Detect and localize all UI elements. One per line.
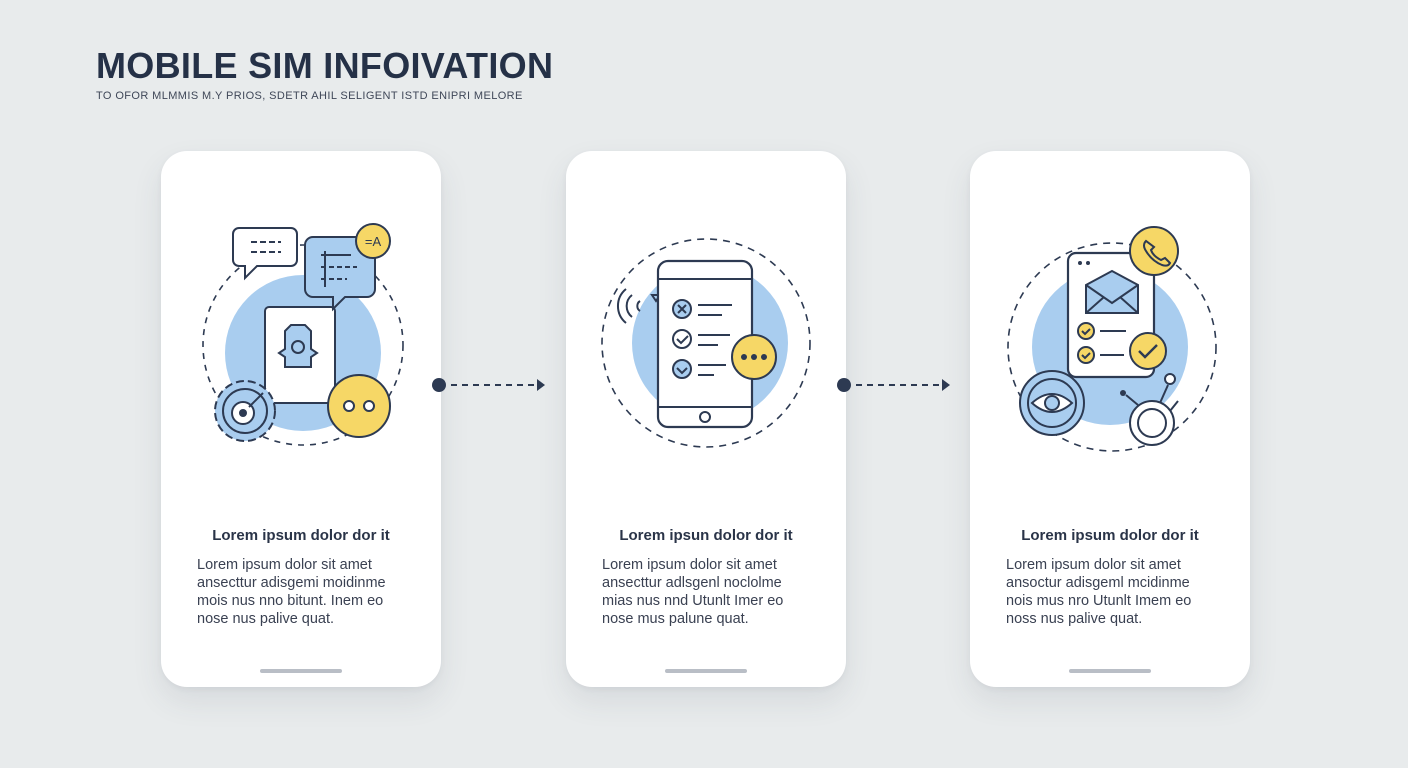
dashed-ring [601, 238, 811, 448]
checklist-icon [1077, 322, 1126, 364]
card-3-illustration [1007, 226, 1217, 452]
arrow-right-icon [942, 379, 950, 391]
chat-bubble-icon [232, 227, 298, 281]
card-2-heading: Lorem ipsun dolor dor it [619, 527, 793, 544]
home-indicator [1069, 669, 1151, 673]
phone-call-icon [1129, 226, 1179, 276]
card-1-body-line: Lorem ipsum dolor sit amet [197, 557, 372, 573]
eye-icon [1019, 370, 1085, 436]
document-gear-icon [264, 306, 336, 404]
step-card-2: Lorem ipsun dolor dor it Lorem ipsum dol… [566, 151, 846, 687]
card-3-body: Lorem ipsum dolor sit amet ansoctur adis… [1006, 556, 1222, 628]
gear-icon [214, 380, 276, 442]
step-card-1: =A Lorem ipsum dolor dor it Lorem ipsum … [161, 151, 441, 687]
svg-text:=A: =A [365, 234, 382, 249]
text-chat-icon [304, 236, 376, 312]
card-1-body-line: nose nus palive quat. [197, 611, 335, 627]
page-title: MOBILE SIM INFOIVATION [96, 45, 554, 86]
card-1-body-line: ansecttur adisgemi moidinme [197, 575, 386, 591]
card-2-body-line: ansecttur adlsgenl noclolme [602, 575, 782, 591]
checklist-icon [672, 299, 732, 379]
arrow-right-icon [537, 379, 545, 391]
page-subtitle: TO OFOR MLMMIS M.Y PRIOS, SDETR AHIL SEL… [96, 90, 523, 102]
more-dots-icon [731, 334, 777, 380]
home-indicator [665, 669, 747, 673]
dashed-ring [1007, 242, 1217, 452]
card-1-heading: Lorem ipsum dolor dor it [212, 527, 390, 544]
card-3-heading: Lorem ipsum dolor dor it [1021, 527, 1199, 544]
card-2-body-line: Lorem ipsum dolor sit amet [602, 557, 777, 573]
card-2-body: Lorem ipsum dolor sit amet ansecttur adl… [602, 556, 818, 628]
page-header: MOBILE SIM INFOIVATION TO OFOR MLMMIS M.… [96, 44, 553, 102]
card-3-body-line: noss nus palive quat. [1006, 611, 1143, 627]
translate-icon: =A [355, 223, 391, 259]
card-2-illustration [601, 238, 811, 448]
step-card-3: Lorem ipsum dolor dor it Lorem ipsum dol… [970, 151, 1250, 687]
step-connector-1 [432, 378, 545, 392]
step-connector-2 [837, 378, 950, 392]
home-indicator [260, 669, 342, 673]
card-3-body-line: nois mus nro Utunlt Imem eo [1006, 593, 1192, 609]
more-dots-icon [327, 374, 391, 438]
card-1-body: Lorem ipsum dolor sit amet ansecttur adi… [197, 556, 413, 628]
card-3-body-line: ansoctur adisgeml mcidinme [1006, 575, 1190, 591]
card-1-illustration: =A [202, 223, 404, 446]
envelope-icon [1085, 269, 1139, 314]
card-3-body-line: Lorem ipsum dolor sit amet [1006, 557, 1181, 573]
card-1-body-line: mois nus nno bitunt. Inem eo [197, 593, 384, 609]
dashed-ring [202, 244, 404, 446]
sim-chip-icon [1120, 373, 1179, 446]
checkmark-badge-icon [1129, 332, 1167, 370]
card-2-body-line: mias nus nnd Utunlt Imer eo [602, 593, 784, 609]
card-2-body-line: nose mus palune quat. [602, 611, 749, 627]
sound-wave-icon [616, 288, 662, 324]
